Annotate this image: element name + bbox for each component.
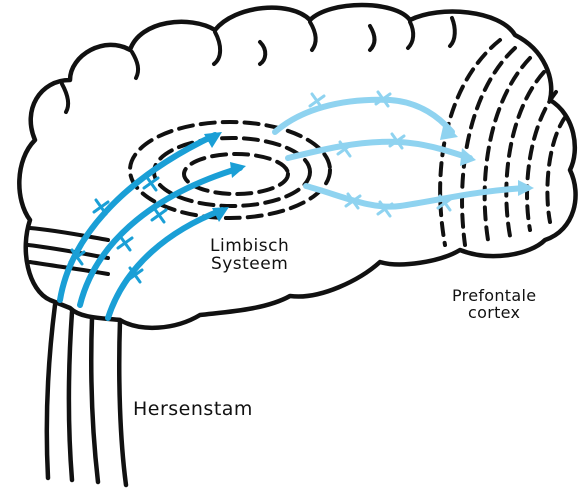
brainstem: [47, 305, 126, 485]
prefrontal-cortex-label: Prefontale cortex: [452, 288, 536, 322]
brain-outline: [19, 5, 575, 328]
limbic-label-line2: Systeem: [210, 256, 289, 274]
limbic-system-label: Limbisch Systeem: [210, 238, 289, 274]
pfc-label-line2: cortex: [452, 305, 536, 322]
brainstem-label: Hersenstam: [133, 400, 253, 420]
